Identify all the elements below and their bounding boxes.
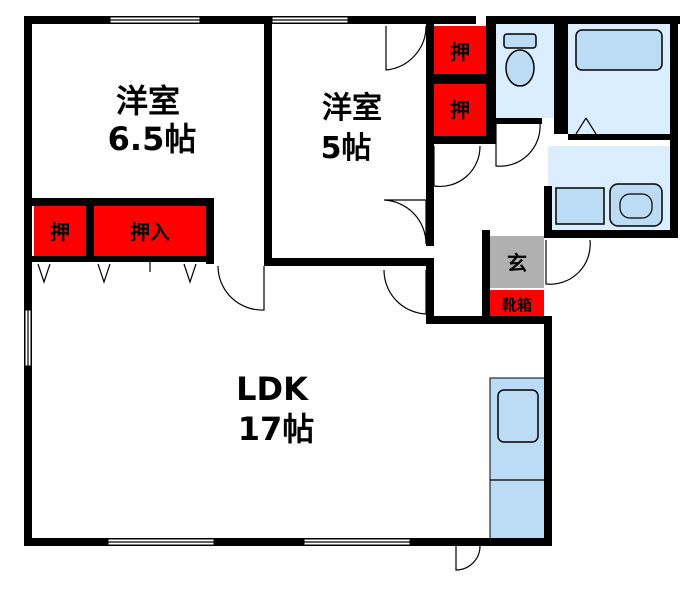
closet-label-oshiire: 押入 (130, 220, 170, 244)
entrance-area (490, 236, 544, 288)
closet-label-c: 押 (50, 220, 70, 244)
closet-oshi-c (34, 206, 86, 256)
washbasin (555, 187, 605, 225)
door-swing-room2 (385, 25, 427, 71)
bathtub (575, 29, 663, 71)
room-label-ldk-name: LDK (236, 370, 309, 408)
entrance-label: 玄 (507, 251, 527, 275)
closet-label-b: 押 (450, 98, 470, 122)
kitchen-sink (497, 389, 539, 443)
closet-label-a: 押 (450, 40, 470, 64)
closet-oshi-b (434, 84, 486, 136)
shoe-box (490, 290, 544, 318)
shoe-box-label: 靴箱 (502, 296, 532, 314)
toilet-tank (503, 33, 537, 49)
room-label-western2-size: 5帖 (321, 131, 372, 166)
closet-oshi-a (434, 26, 486, 74)
room-label-western2-name: 洋室 (322, 91, 382, 126)
toilet-bowl (505, 49, 535, 87)
room-label-western1-size: 6.5帖 (108, 120, 197, 158)
room-label-western1-name: 洋室 (116, 82, 180, 120)
closet-oshiire (94, 206, 206, 256)
room-label-ldk-size: 17帖 (238, 410, 315, 448)
